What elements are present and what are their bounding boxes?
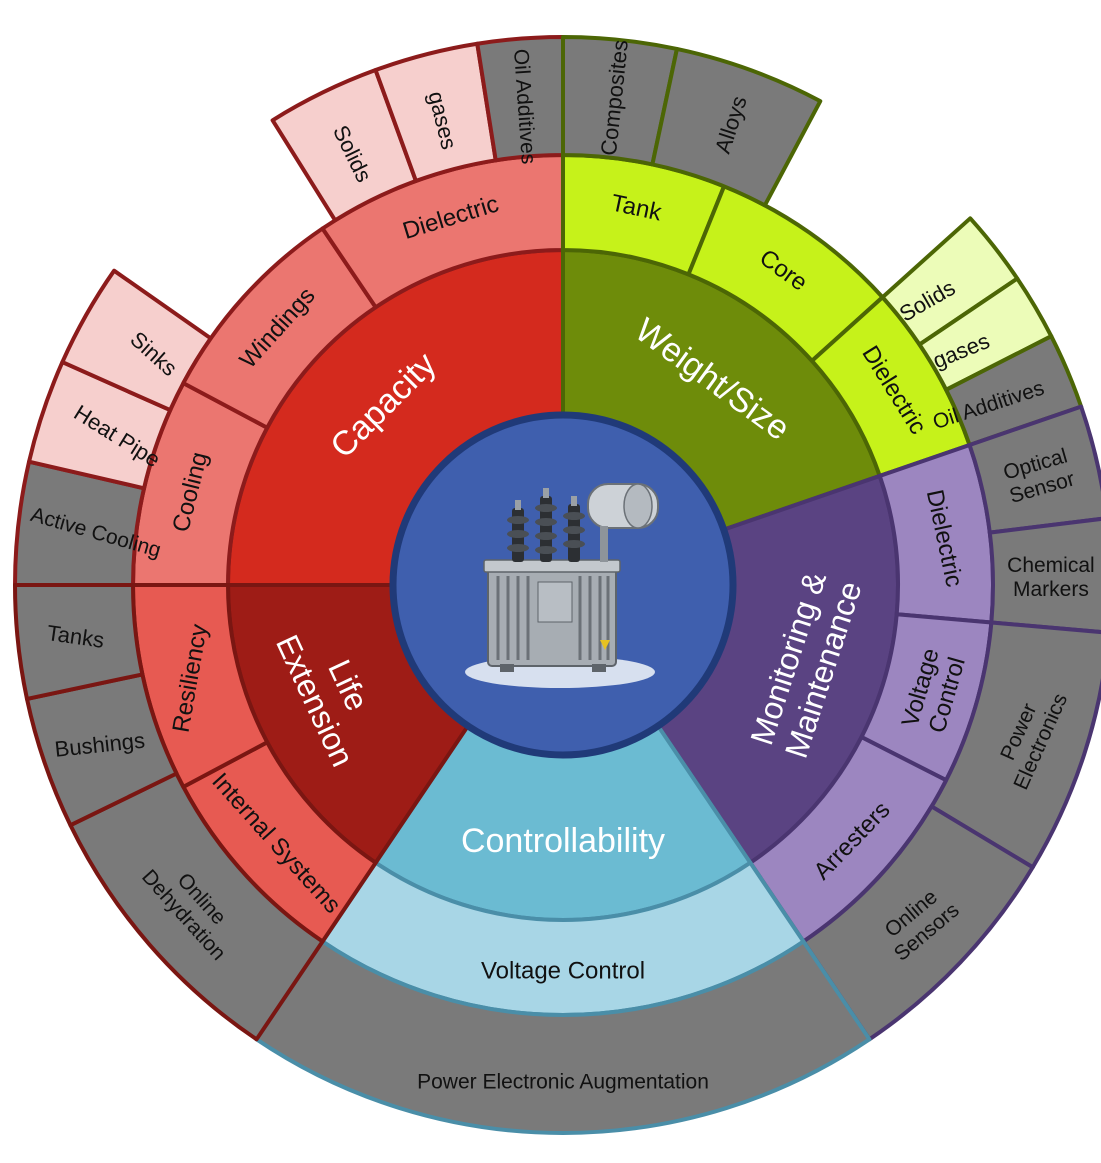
power-transformer-icon [465,483,659,688]
leaf-controllability-power-electronic-augmentation-label: Power Electronic Augmentation [417,1070,709,1093]
rings-layer [13,35,1101,1135]
sector-controllability-label: Controllability [461,822,665,860]
segment-controllability-voltage-control-label: Voltage Control [481,957,645,984]
leaf-weight-size-alloys [650,46,823,208]
leaf-capacity-sinks [60,268,213,413]
leaf-life-extension-tanks [13,583,145,701]
center-hub [389,411,737,759]
